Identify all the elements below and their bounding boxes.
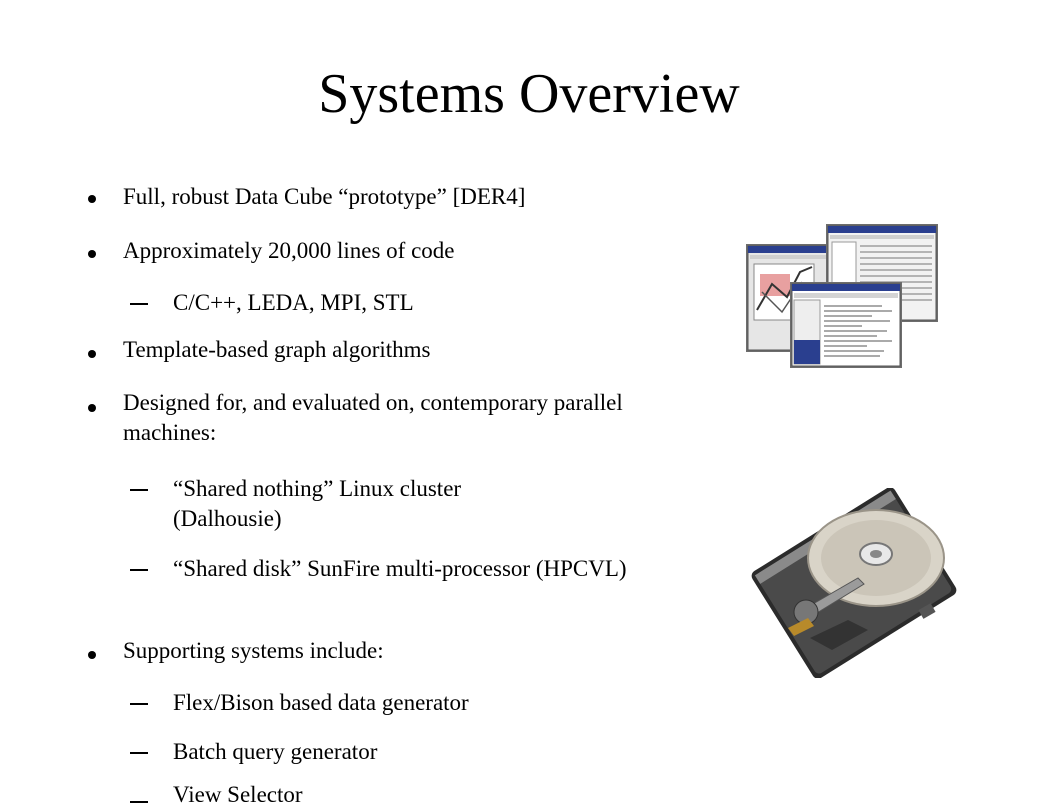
sub-bullet-item: View Selector (173, 782, 303, 807)
dash-marker (130, 489, 148, 491)
window-table-view (826, 224, 938, 322)
dash-marker (130, 303, 148, 305)
sub-bullet-item: “Shared nothing” Linux cluster (Dalhousi… (173, 476, 462, 531)
bullet-item: Supporting systems include: (123, 638, 384, 663)
bullet-marker (88, 250, 96, 258)
sub-bullet-item: “Shared disk” SunFire multi-processor (H… (173, 556, 627, 581)
window-code-editor (790, 282, 902, 368)
dash-marker (130, 752, 148, 754)
slide: { "slide": { "title": "Systems Overview"… (88, 63, 957, 807)
sub-bullet-item: Flex/Bison based data generator (173, 690, 469, 715)
bullet-item: Designed for, and evaluated on, contempo… (123, 390, 623, 445)
hard-disk-image (751, 488, 957, 678)
bullet-item: Template-based graph algorithms (123, 337, 431, 362)
bullet-item: Approximately 20,000 lines of code (123, 238, 455, 263)
slide-title: Systems Overview (318, 63, 740, 125)
bullet-marker (88, 350, 96, 358)
dash-marker (130, 569, 148, 571)
sub-bullet-item: C/C++, LEDA, MPI, STL (173, 290, 414, 315)
dash-marker (130, 703, 148, 705)
bullet-marker (88, 404, 96, 412)
software-screenshots-image (746, 224, 938, 368)
bullet-marker (88, 195, 96, 203)
bullet-item: Full, robust Data Cube “prototype” [DER4… (123, 184, 526, 209)
bullet-marker (88, 651, 96, 659)
sub-bullet-item: Batch query generator (173, 739, 378, 764)
dash-marker (130, 801, 148, 803)
